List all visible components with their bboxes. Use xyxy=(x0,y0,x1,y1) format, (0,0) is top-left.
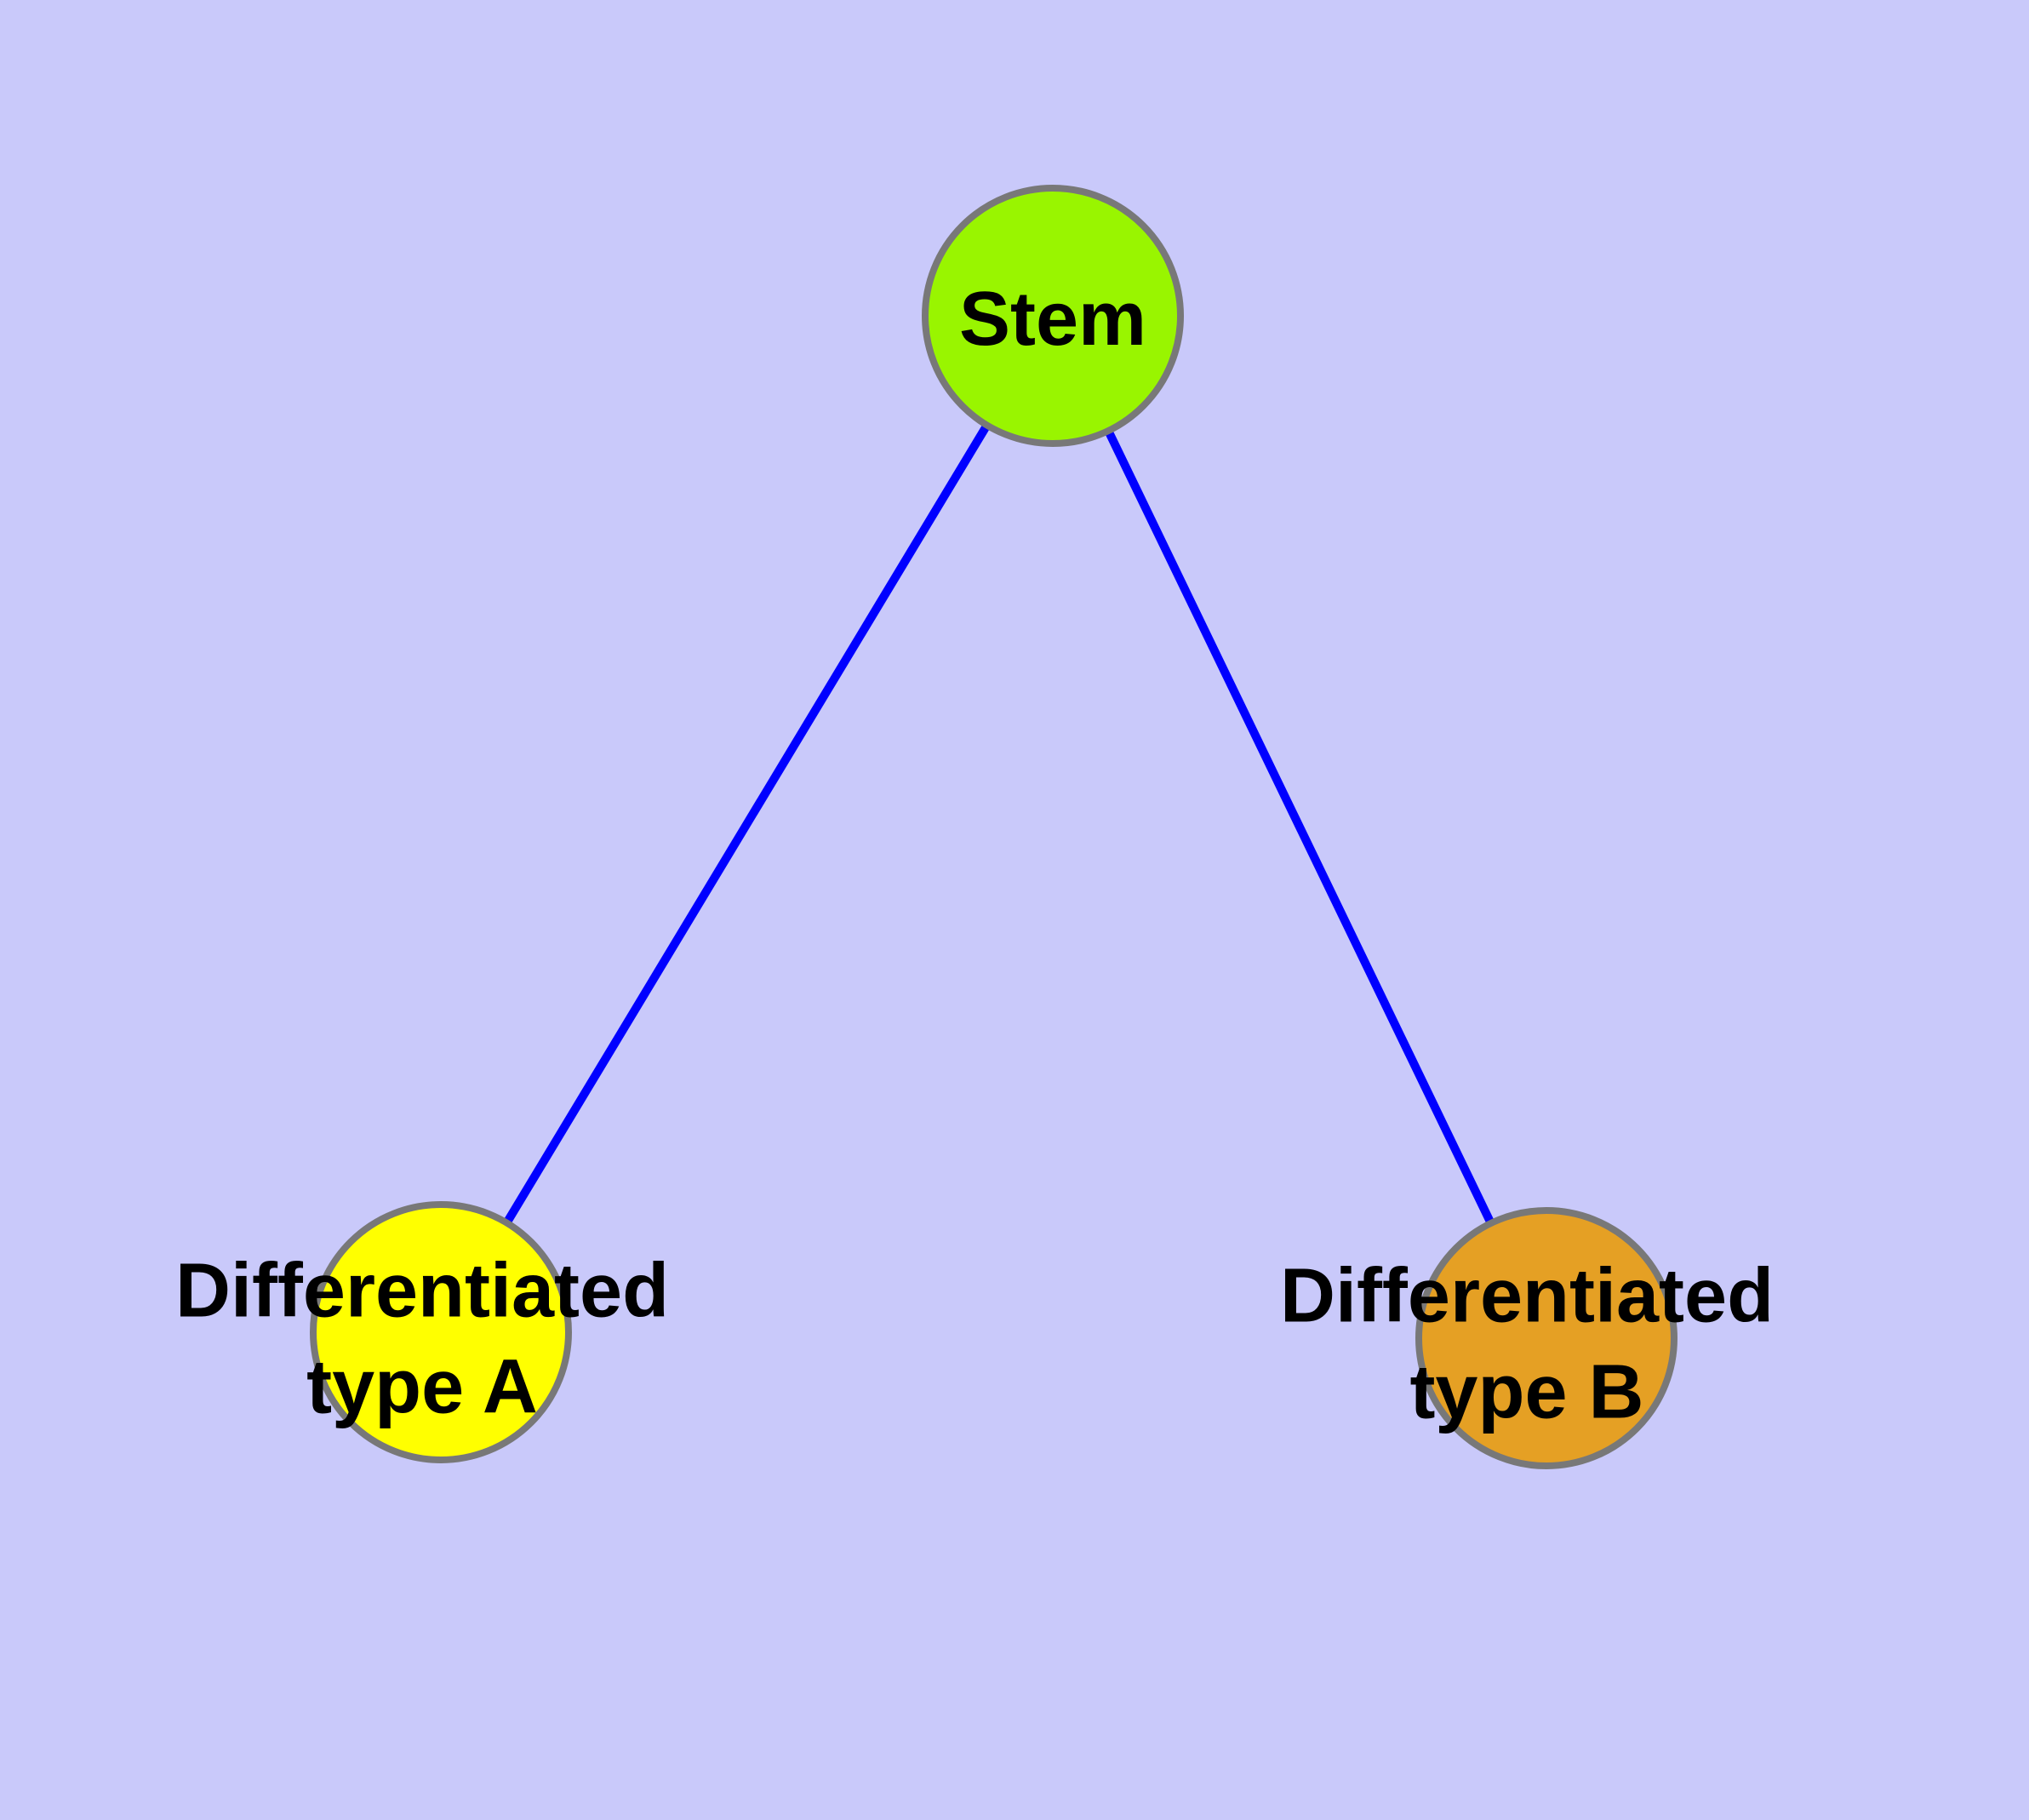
edge-stem-to-type-b[interactable] xyxy=(1049,313,1551,1341)
node-differentiated-type-b[interactable] xyxy=(1415,1207,1677,1469)
node-differentiated-type-a[interactable] xyxy=(310,1201,572,1463)
edge-stem-to-type-a[interactable] xyxy=(437,313,1057,1335)
node-stem[interactable] xyxy=(922,185,1184,447)
